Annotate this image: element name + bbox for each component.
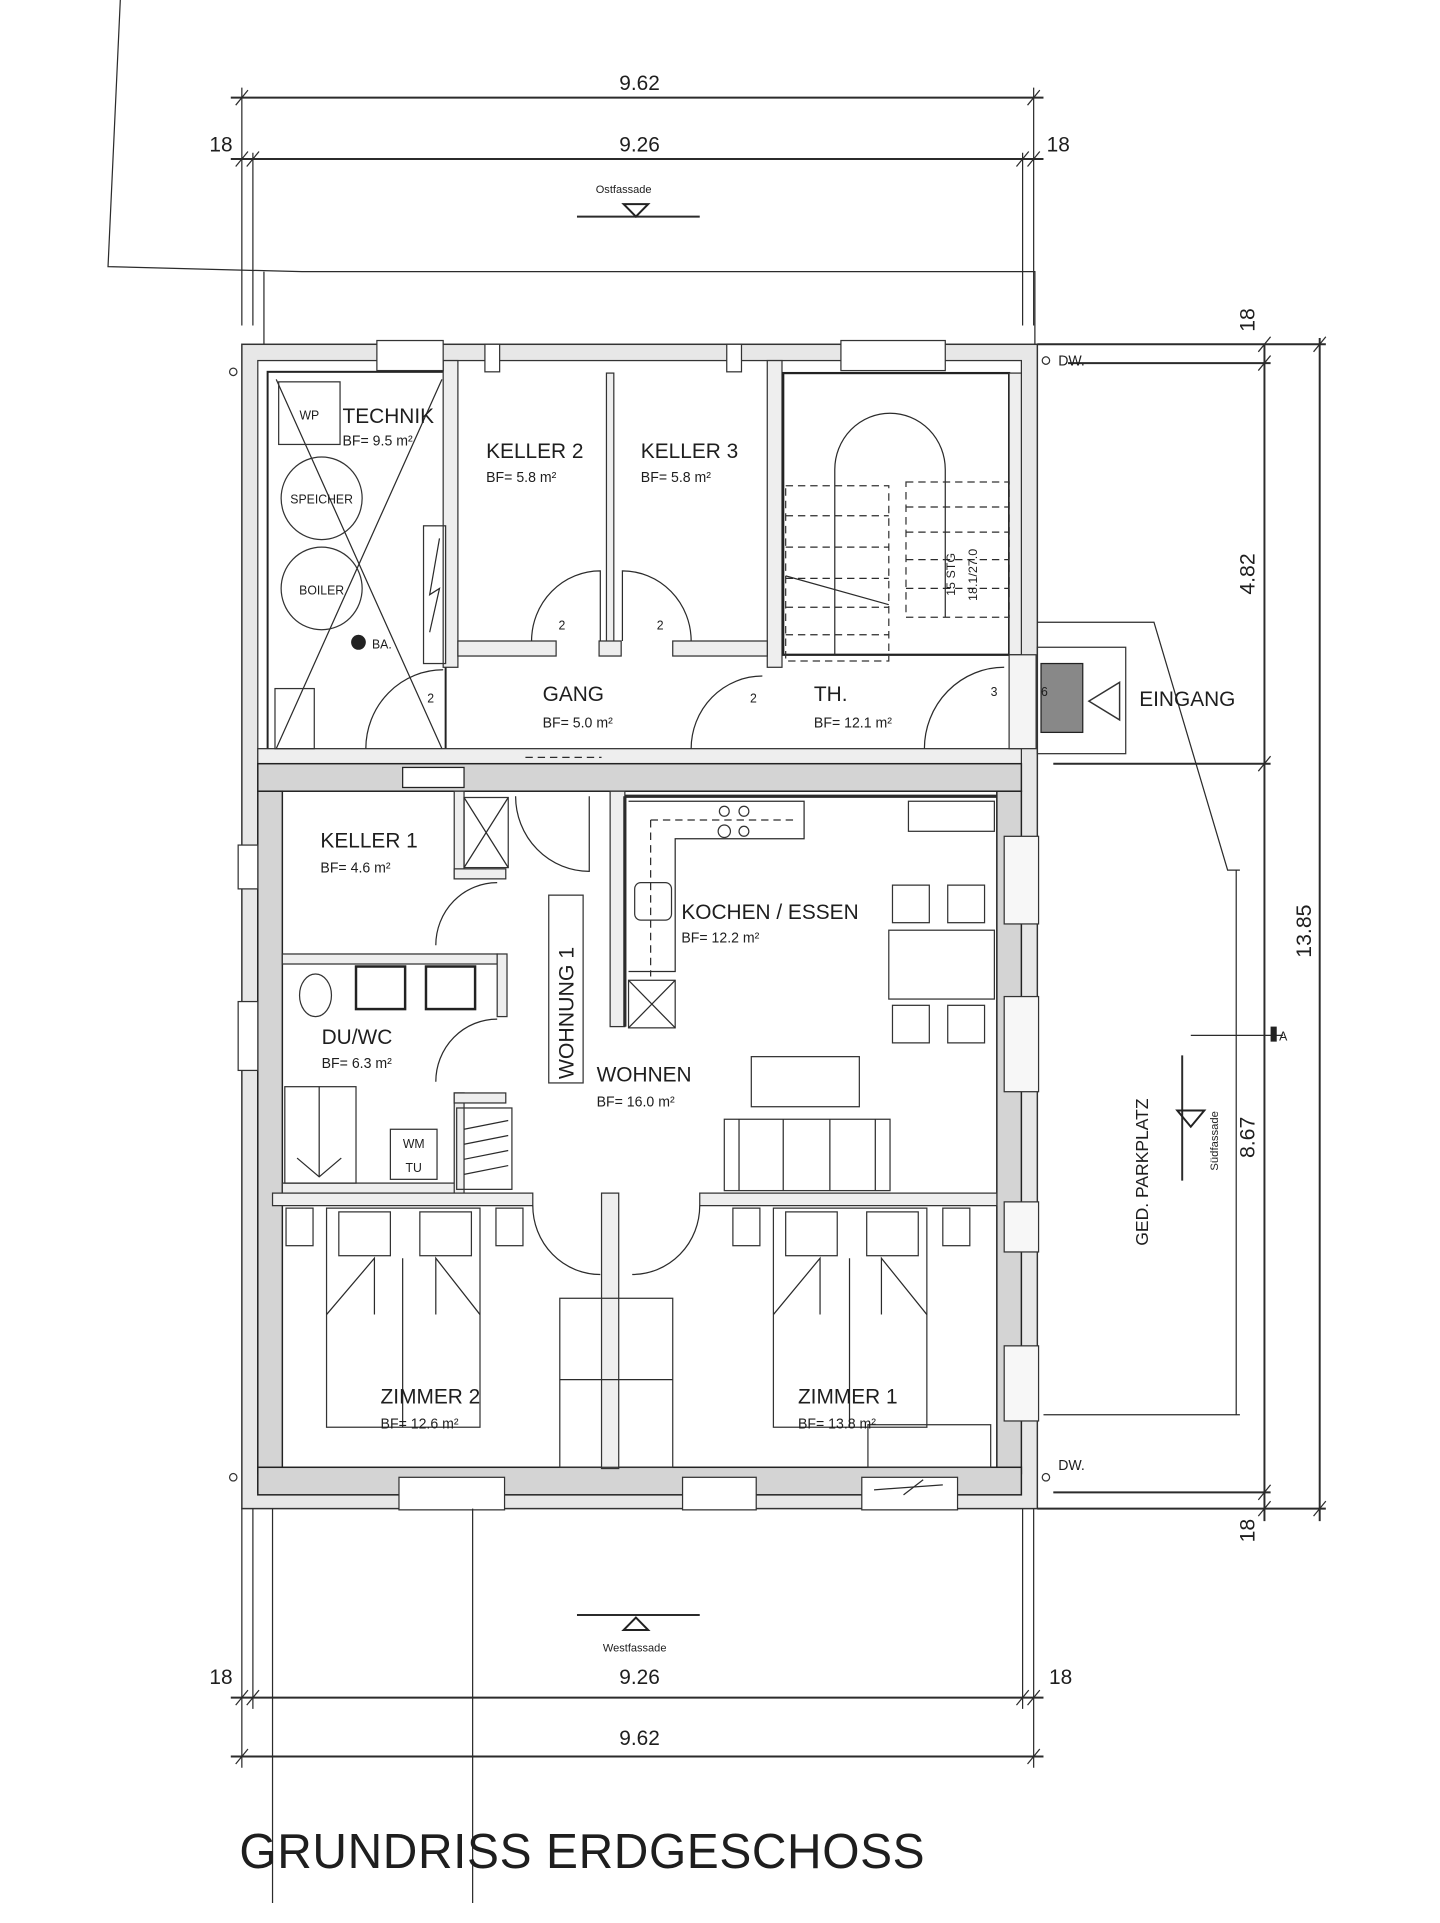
room-technik-area: BF= 9.5 m² bbox=[343, 434, 413, 450]
room-gang-area: BF= 5.0 m² bbox=[543, 715, 613, 731]
stairs-ratio-label: 18.1/27.0 bbox=[966, 549, 980, 601]
door-number-technik: 2 bbox=[427, 691, 434, 705]
kitchen-furniture bbox=[627, 800, 995, 1192]
room-duwc-name: DU/WC bbox=[322, 1026, 393, 1049]
wardrobe bbox=[559, 1297, 674, 1468]
dimension-bottom-inner: 9.26 bbox=[619, 1666, 660, 1689]
dimension-right-total: 13.85 bbox=[1293, 905, 1316, 958]
right-dimension-lines bbox=[1037, 336, 1327, 1522]
dimension-bottom-outer: 9.62 bbox=[619, 1727, 660, 1750]
dw-bottom-label: DW. bbox=[1058, 1458, 1085, 1474]
dimension-bottom-left-wall: 18 bbox=[209, 1666, 232, 1689]
room-keller2-name: KELLER 2 bbox=[486, 440, 583, 463]
wm-label: WM bbox=[403, 1137, 425, 1151]
staircase bbox=[785, 412, 1010, 662]
toilet bbox=[298, 973, 333, 1018]
room-zimmer1-area: BF= 13.8 m² bbox=[798, 1416, 876, 1432]
keller-doors bbox=[530, 570, 1005, 749]
dimension-top-right-wall: 18 bbox=[1047, 133, 1070, 156]
washer-dryer bbox=[389, 1128, 438, 1180]
kitchen-sink bbox=[634, 882, 673, 921]
boiler-label: BOILER bbox=[299, 584, 344, 598]
bathroom-fixtures bbox=[284, 965, 509, 1184]
site-boundary bbox=[107, 0, 1036, 345]
room-keller3-area: BF= 5.8 m² bbox=[641, 470, 711, 486]
entrance-area bbox=[1008, 621, 1240, 871]
door-number-entrance-left: 3 bbox=[991, 685, 998, 699]
stairs-count-label: 15 STG bbox=[944, 553, 958, 596]
unit-label-box bbox=[548, 894, 584, 1084]
bottom-facade-lines bbox=[230, 1508, 1044, 1903]
ba-label: BA. bbox=[372, 637, 392, 651]
unit-outer-walls bbox=[237, 790, 1040, 1511]
room-technik-name: TECHNIK bbox=[343, 405, 435, 428]
corner-marker bbox=[1041, 356, 1051, 365]
dimension-right-lower-segment: 8.67 bbox=[1237, 1117, 1260, 1158]
corner-marker bbox=[228, 367, 238, 377]
boiler-tank bbox=[280, 546, 363, 631]
sofa bbox=[723, 1118, 891, 1192]
dimension-top-outer: 9.62 bbox=[619, 72, 660, 95]
heat-pump-box bbox=[278, 381, 341, 446]
speicher-label: SPEICHER bbox=[290, 492, 353, 506]
floor-drain bbox=[351, 634, 366, 650]
door-number-keller3: 2 bbox=[657, 619, 664, 633]
south-facade-label: Südfassade bbox=[1209, 1111, 1221, 1170]
room-zimmer2-area: BF= 12.6 m² bbox=[381, 1416, 459, 1432]
parking-label: GED. PARKPLATZ bbox=[1132, 1098, 1152, 1246]
room-keller3-name: KELLER 3 bbox=[641, 440, 738, 463]
room-wohnen-area: BF= 16.0 m² bbox=[597, 1095, 675, 1111]
room-th-name: TH. bbox=[814, 683, 848, 706]
doormat bbox=[1040, 662, 1084, 734]
entrance-label: EINGANG bbox=[1139, 688, 1235, 711]
dimension-right-bottom-wall: 18 bbox=[1237, 1519, 1260, 1543]
technik-equipment bbox=[274, 379, 447, 750]
top-dimension-lines bbox=[230, 87, 1044, 326]
east-facade-marker bbox=[576, 203, 700, 219]
coffee-table bbox=[750, 1056, 860, 1108]
unit-label: WOHNUNG 1 bbox=[555, 947, 578, 1079]
wp-label: WP bbox=[299, 408, 319, 422]
east-facade-label: Ostfassade bbox=[596, 184, 652, 196]
room-keller1-area: BF= 4.6 m² bbox=[320, 860, 390, 876]
sink-left bbox=[354, 965, 407, 1011]
plan-title: GRUNDRISS ERDGESCHOSS bbox=[239, 1824, 925, 1879]
room-kochen-name: KOCHEN / ESSEN bbox=[681, 901, 858, 924]
room-th-area: BF= 12.1 m² bbox=[814, 715, 892, 731]
bedroom-furniture bbox=[285, 1207, 992, 1468]
room-gang-name: GANG bbox=[543, 683, 604, 706]
section-marker-label: A bbox=[1279, 1029, 1288, 1043]
room-keller2-area: BF= 5.8 m² bbox=[486, 470, 556, 486]
room-kochen-area: BF= 12.2 m² bbox=[681, 931, 759, 947]
door-number-entrance-right: 6 bbox=[1041, 685, 1048, 699]
sink-right bbox=[424, 965, 477, 1011]
room-zimmer2-name: ZIMMER 2 bbox=[381, 1385, 481, 1408]
dimension-right-top-wall: 18 bbox=[1237, 308, 1260, 332]
shower bbox=[284, 1086, 357, 1184]
dimension-top-left-wall: 18 bbox=[209, 133, 232, 156]
room-duwc-area: BF= 6.3 m² bbox=[322, 1056, 392, 1072]
shaft bbox=[463, 796, 509, 869]
door-number-keller2: 2 bbox=[559, 619, 566, 633]
room-zimmer1-name: ZIMMER 1 bbox=[798, 1385, 898, 1408]
dimension-top-inner: 9.26 bbox=[619, 133, 660, 156]
dimension-bottom-right-wall: 18 bbox=[1049, 1666, 1072, 1689]
corner-marker bbox=[228, 1472, 238, 1482]
dining-table bbox=[888, 929, 995, 1000]
electrical-panel bbox=[422, 525, 447, 665]
room-wohnen-name: WOHNEN bbox=[597, 1064, 692, 1087]
dimension-right-upper-segment: 4.82 bbox=[1237, 553, 1260, 594]
basement-walls bbox=[266, 339, 1022, 755]
door-number-gang-right: 2 bbox=[750, 691, 757, 705]
storage-tank bbox=[280, 456, 363, 541]
room-keller1-name: KELLER 1 bbox=[320, 829, 417, 852]
unit-doors bbox=[435, 796, 701, 1276]
south-facade-marker bbox=[1175, 1055, 1207, 1181]
dw-top-label: DW. bbox=[1058, 353, 1085, 369]
tu-label: TU bbox=[406, 1161, 422, 1175]
unit-dividing-wall bbox=[257, 748, 1023, 792]
corner-marker bbox=[1041, 1472, 1051, 1482]
west-facade-label: Westfassade bbox=[603, 1642, 667, 1654]
